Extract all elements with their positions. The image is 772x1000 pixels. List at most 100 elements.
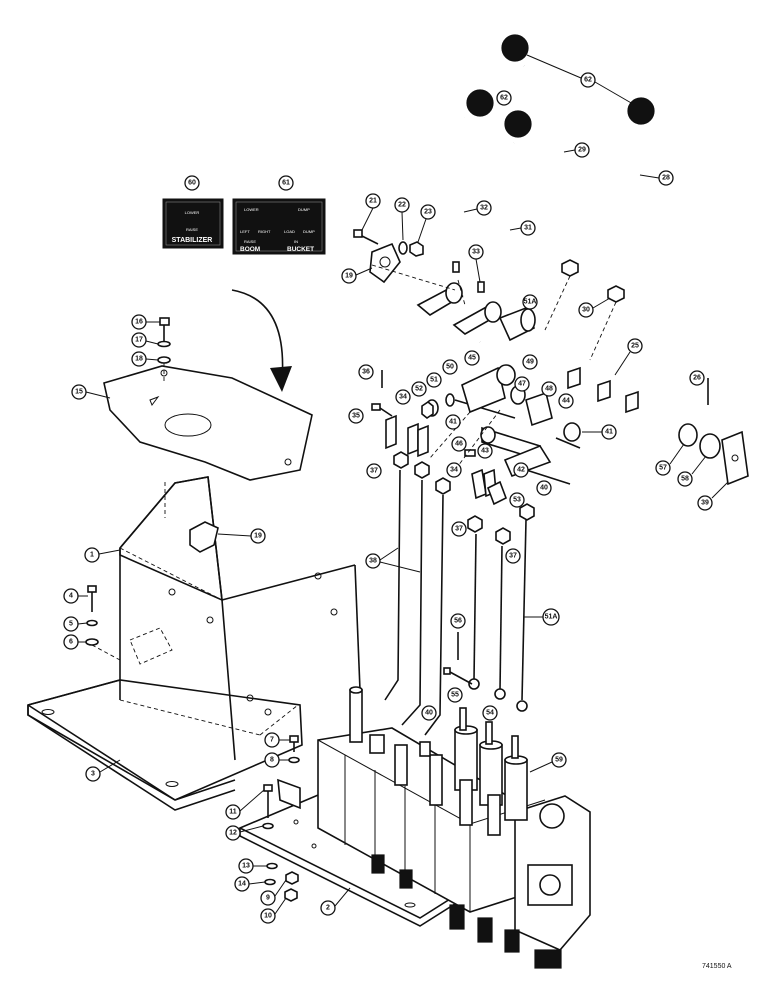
callout-56: 57: [655, 460, 671, 476]
svg-text:62: 62: [500, 95, 508, 102]
bushings-56-57-38: [678, 423, 749, 486]
svg-text:19: 19: [345, 273, 353, 280]
callout-9: 9: [260, 890, 276, 906]
pins-54-55: [443, 632, 473, 685]
decal-text-bottom-right1: IN: [294, 239, 298, 244]
callout-32: 33: [468, 244, 484, 260]
callout-46: 47: [514, 376, 530, 392]
decal-stabilizer-title: STABILIZER: [172, 237, 213, 244]
svg-text:23: 23: [424, 209, 432, 216]
svg-text:34: 34: [450, 467, 458, 474]
svg-text:37: 37: [509, 553, 517, 560]
svg-text:58: 58: [681, 476, 689, 483]
callout-40-right: 41: [601, 424, 617, 440]
svg-text:57: 57: [659, 465, 667, 472]
svg-text:21: 21: [369, 198, 377, 205]
svg-text:44: 44: [562, 398, 570, 405]
svg-text:16: 16: [135, 319, 143, 326]
callout-47: 48: [541, 381, 557, 397]
svg-text:12: 12: [229, 830, 237, 837]
svg-text:40: 40: [540, 485, 548, 492]
callout-58: 59: [551, 752, 567, 768]
svg-text:40: 40: [425, 710, 433, 717]
callout-36-mid: 37: [451, 521, 467, 537]
svg-text:39: 39: [701, 500, 709, 507]
svg-text:1: 1: [90, 552, 94, 559]
bolt-22-23-24: [353, 229, 424, 257]
svg-text:42: 42: [517, 467, 525, 474]
callout-51: 52: [411, 381, 427, 397]
clevis-lower: [471, 468, 508, 506]
callout-18: 18: [131, 351, 147, 367]
callout-30: 31: [520, 220, 536, 236]
svg-text:45: 45: [468, 355, 476, 362]
callout-59: 60: [184, 175, 200, 191]
svg-text:47: 47: [518, 381, 526, 388]
clip-19: [189, 521, 219, 553]
callout-45: 46: [451, 436, 467, 452]
decal-text-bottom-right2: BUCKET: [287, 246, 314, 253]
svg-text:8: 8: [270, 757, 274, 764]
callout-37: 38: [365, 553, 381, 569]
svg-text:10: 10: [264, 913, 272, 920]
callout-39-upper: 40: [536, 480, 552, 496]
lever-31: [453, 89, 494, 286]
curved-arrow: [231, 289, 284, 381]
callout-36-right: 37: [505, 548, 521, 564]
callout-23: 22: [394, 197, 410, 213]
svg-text:36: 36: [362, 369, 370, 376]
callout-62: 51A: [522, 294, 538, 310]
decal-stabilizer-line2: RAISE: [186, 227, 198, 232]
svg-text:48: 48: [545, 386, 553, 393]
callout-5: 5: [63, 616, 79, 632]
svg-text:18: 18: [135, 356, 143, 363]
callout-48: 49: [522, 354, 538, 370]
bracket-21: [369, 242, 401, 284]
svg-text:28: 28: [662, 175, 670, 182]
nuts-36: [393, 451, 535, 545]
decal-text-bottom-left1: RAISE: [244, 239, 256, 244]
lever-27: [612, 97, 655, 291]
callout-38: 39: [697, 495, 713, 511]
callout-34: 35: [348, 408, 364, 424]
svg-text:15: 15: [75, 389, 83, 396]
callout-40-left: 41: [445, 414, 461, 430]
control-valve: [317, 686, 591, 969]
nuts-29: [561, 259, 625, 303]
hardware-7-8: [288, 735, 300, 764]
callout-17: 17: [131, 332, 147, 348]
lever-28: [501, 34, 570, 266]
callout-26: 26: [689, 370, 705, 386]
callout-60: 61: [278, 175, 294, 191]
callout-19: 19: [250, 528, 266, 544]
callout-16: 16: [131, 314, 147, 330]
callout-44: 45: [464, 350, 480, 366]
callout-15: 15: [71, 384, 87, 400]
callout-25: 25: [627, 338, 643, 354]
svg-text:49: 49: [526, 359, 534, 366]
svg-text:6: 6: [69, 639, 73, 646]
support-plate: [103, 365, 313, 481]
callout-61-top: 62: [580, 72, 596, 88]
svg-text:46: 46: [455, 441, 463, 448]
hardware-13-14-9-10: [264, 862, 299, 902]
callout-54: 55: [447, 687, 463, 703]
callout-49: 50: [442, 359, 458, 375]
decal-text-top-left: LOWER: [244, 207, 259, 212]
svg-text:33: 33: [472, 249, 480, 256]
callout-36-left: 37: [366, 463, 382, 479]
svg-text:38: 38: [369, 558, 377, 565]
svg-text:17: 17: [135, 337, 143, 344]
svg-text:41: 41: [449, 419, 457, 426]
callout-31: 32: [476, 200, 492, 216]
decal-text-bottom-left2: BOOM: [240, 246, 260, 253]
svg-text:43: 43: [481, 448, 489, 455]
decal-stabilizer: LOWER RAISE STABILIZER: [162, 198, 224, 249]
svg-text:9: 9: [266, 895, 270, 902]
drawing-number: 741550 A: [702, 963, 732, 970]
decal-text-top-right: DUMP: [298, 207, 310, 212]
svg-text:37: 37: [370, 468, 378, 475]
svg-text:32: 32: [480, 205, 488, 212]
svg-text:31: 31: [524, 225, 532, 232]
